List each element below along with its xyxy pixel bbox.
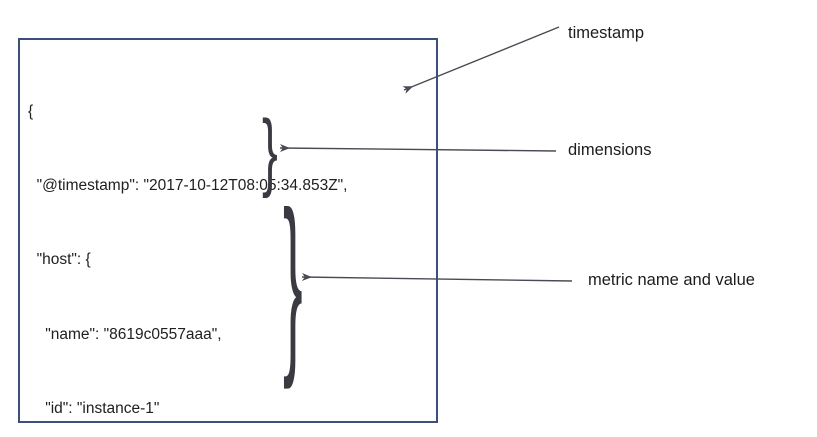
annotation-label-dimensions: dimensions <box>568 141 652 159</box>
json-line: { <box>28 102 34 120</box>
json-line-host-open: "host": { <box>28 251 91 269</box>
annotation-label-timestamp: timestamp <box>568 24 645 42</box>
json-line-host-id: "id": "instance-1" <box>28 400 160 418</box>
json-document-text: { "@timestamp": "2017-10-12T08:05:34.853… <box>28 50 428 437</box>
json-line-timestamp: "@timestamp": "2017-10-12T08:05:34.853Z"… <box>28 176 348 194</box>
annotation-label-metric-name-and-value: metric name and value <box>588 271 755 289</box>
json-document-box <box>18 38 438 423</box>
json-line-host-name: "name": "8619c0557aaa", <box>28 325 222 343</box>
